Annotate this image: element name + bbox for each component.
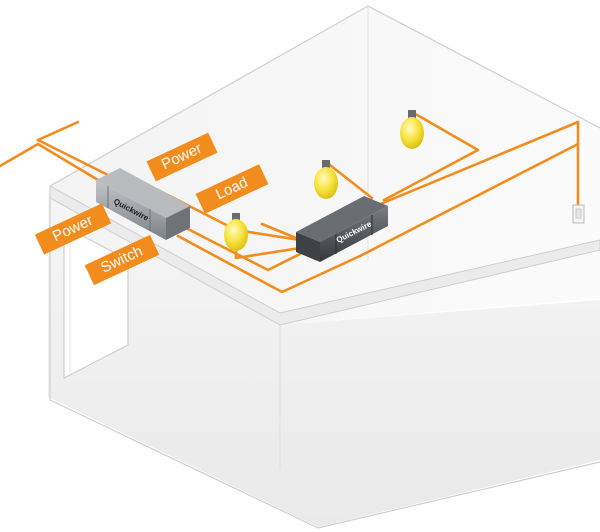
- quickwire-connector-dark: Quickwire: [296, 196, 388, 262]
- wire-ceiling-to-wall: [364, 120, 580, 212]
- room-floor: [48, 190, 600, 527]
- bulb-center: [314, 160, 338, 199]
- bulb-left: [224, 213, 248, 251]
- wire-power-in-lower-2: [36, 138, 120, 182]
- quickwire-connector-light: Quickwire: [96, 168, 190, 240]
- wire-power-in-lower: [36, 120, 80, 142]
- room-box: [48, 5, 600, 529]
- wire-second-connector-link: [260, 222, 298, 240]
- light-switch: [572, 204, 585, 224]
- bulb-right: [400, 110, 424, 149]
- wire-power-in-upper: [0, 142, 110, 188]
- wire-bulb-right-feed: [382, 110, 480, 202]
- wire-bulb-center-feed: [324, 160, 374, 200]
- room-floor-edges: [49, 399, 600, 529]
- wire-load-loop-lower: [176, 142, 580, 294]
- wiring: [0, 110, 580, 294]
